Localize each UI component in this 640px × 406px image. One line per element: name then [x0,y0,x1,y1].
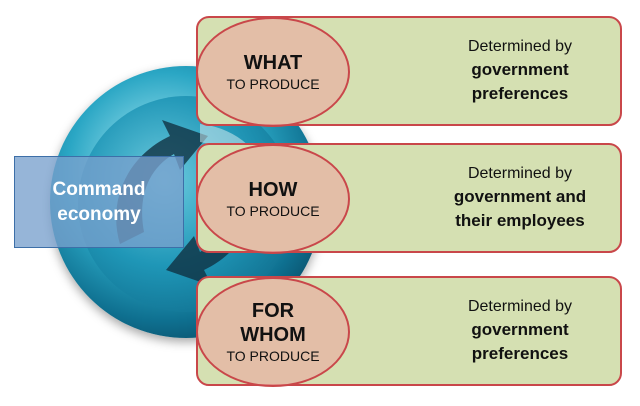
question-subtitle: TO PRODUCE [226,76,320,92]
row-what: WHAT TO PRODUCE Determined by government… [196,16,622,127]
answer-line-2: preferences [471,84,569,103]
answer-lead: Determined by [467,298,573,315]
answer-lead: Determined by [467,38,573,55]
question-title: WHAT [243,52,303,74]
answer-line-1: government [471,320,569,339]
command-economy-label: Command economy [14,156,184,248]
question-title-line-2: WHOM [240,324,306,346]
answer-line-1: government [471,60,569,79]
answer-for-whom: Determined by government preferences [420,278,620,384]
question-subtitle: TO PRODUCE [226,203,320,219]
question-subtitle: TO PRODUCE [226,348,320,364]
question-oval-what: WHAT TO PRODUCE [196,17,350,127]
question-oval-for-whom: FOR WHOM TO PRODUCE [196,277,350,387]
question-oval-how: HOW TO PRODUCE [196,144,350,254]
answer-what: Determined by government preferences [420,18,620,124]
command-economy-line-2: economy [57,204,141,225]
answer-lead: Determined by [467,165,573,182]
answer-line-2: preferences [471,344,569,363]
question-title: HOW [248,179,298,201]
row-how: HOW TO PRODUCE Determined by government … [196,143,622,254]
answer-line-1: government and [453,187,587,206]
row-for-whom: FOR WHOM TO PRODUCE Determined by govern… [196,276,622,387]
command-economy-line-1: Command [52,179,146,200]
answer-how: Determined by government and their emplo… [420,145,620,251]
question-title-line-1: FOR [251,300,295,322]
answer-line-2: their employees [455,211,585,230]
